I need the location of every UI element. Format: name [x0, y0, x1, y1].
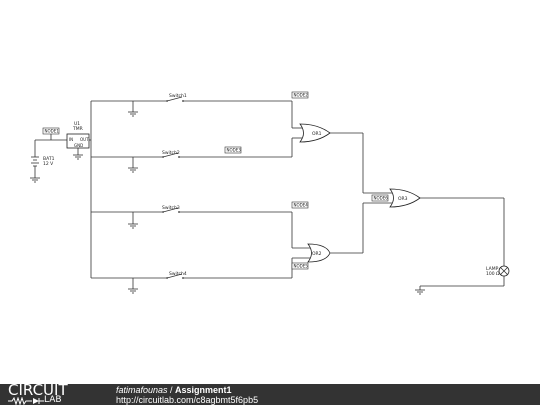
ground-symbol — [128, 223, 138, 229]
circuit-url[interactable]: http://circuitlab.com/c8agbmt5f6pb5 — [116, 395, 259, 405]
node-label-node5[interactable]: NODE5 — [291, 262, 309, 270]
footer-bar: CIRCUIT LAB fatimafounas / Assignment1 h… — [0, 381, 540, 405]
author-title-line: fatimafounas / Assignment1 — [116, 385, 232, 395]
svg-text:Switch1: Switch1 — [169, 93, 187, 99]
battery-bat1[interactable]: BAT1 12 V — [31, 140, 55, 178]
node-label-node3[interactable]: NODE3 — [224, 146, 242, 154]
ground-symbol — [128, 288, 138, 294]
battery-name: BAT1 — [43, 156, 55, 162]
circuit-title[interactable]: Assignment1 — [175, 385, 232, 395]
battery-value: 12 V — [43, 161, 54, 167]
logo-text-lab: LAB — [44, 395, 62, 405]
svg-text:NODE3: NODE3 — [227, 148, 242, 153]
svg-text:OR3: OR3 — [398, 196, 408, 202]
ground-symbol — [415, 289, 425, 295]
svg-text:GND: GND — [74, 143, 83, 148]
or-gate-or2[interactable]: OR2 — [307, 243, 331, 263]
title-separator: / — [167, 385, 176, 395]
circuitlab-logo[interactable]: CIRCUIT LAB — [8, 381, 108, 405]
svg-text:NODE1: NODE1 — [45, 129, 60, 134]
logo-signal-icon — [8, 397, 44, 405]
ground-symbol — [73, 154, 83, 160]
svg-text:100 Ω: 100 Ω — [486, 271, 500, 277]
svg-text:Switch2: Switch2 — [162, 150, 180, 156]
svg-text:OUT: OUT — [80, 137, 89, 142]
node-label-node1[interactable]: NODE1 — [42, 127, 60, 140]
svg-text:U1: U1 — [74, 121, 80, 127]
schematic-canvas[interactable]: BAT1 12 V NODE1 U1 TMR IN OUT GND Swit — [0, 0, 540, 384]
author-name[interactable]: fatimafounas — [116, 385, 168, 395]
svg-text:Switch4: Switch4 — [169, 271, 187, 277]
ground-symbol — [30, 177, 40, 183]
svg-text:NODE6: NODE6 — [374, 196, 389, 201]
switch-3[interactable]: Switch3 — [162, 205, 180, 213]
node-label-node4[interactable]: NODE4 — [291, 201, 309, 209]
node-label-node2[interactable]: NODE2 — [291, 91, 309, 99]
svg-text:NODE5: NODE5 — [294, 264, 309, 269]
switch-2[interactable]: Switch2 — [162, 150, 180, 158]
node-label-node6[interactable]: NODE6 — [371, 194, 389, 202]
svg-text:NODE2: NODE2 — [294, 93, 309, 98]
lamp[interactable]: LAMP 100 Ω — [486, 265, 510, 277]
or-gate-or3[interactable]: OR3 — [389, 188, 421, 208]
svg-text:OR1: OR1 — [312, 131, 322, 137]
logo-text-circuit: CIRCUIT — [8, 381, 68, 399]
ground-symbol — [128, 111, 138, 117]
switch-1[interactable]: Switch1 — [166, 93, 187, 102]
svg-text:OR2: OR2 — [312, 251, 322, 257]
ground-symbol — [128, 167, 138, 173]
svg-text:TMR: TMR — [72, 126, 83, 132]
timer-u1[interactable]: U1 TMR IN OUT GND — [66, 121, 90, 149]
svg-text:IN: IN — [69, 137, 73, 142]
svg-text:NODE4: NODE4 — [294, 203, 309, 208]
svg-text:LAMP: LAMP — [486, 266, 499, 272]
svg-text:Switch3: Switch3 — [162, 205, 180, 211]
or-gate-or1[interactable]: OR1 — [299, 123, 331, 143]
